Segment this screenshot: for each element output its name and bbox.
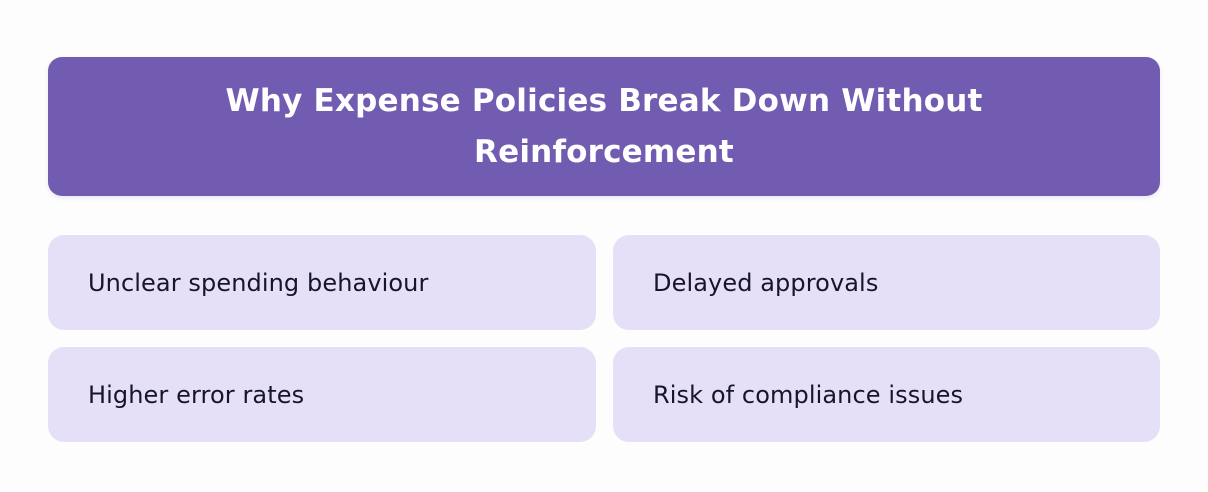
card-label: Unclear spending behaviour xyxy=(88,268,429,297)
card-unclear-spending: Unclear spending behaviour xyxy=(48,235,596,330)
header-banner: Why Expense Policies Break Down Without … xyxy=(48,57,1160,196)
card-label: Higher error rates xyxy=(88,380,305,409)
reasons-grid: Unclear spending behaviour Delayed appro… xyxy=(48,235,1160,442)
card-higher-error-rates: Higher error rates xyxy=(48,347,596,442)
card-compliance-risk: Risk of compliance issues xyxy=(613,347,1160,442)
card-label: Delayed approvals xyxy=(653,268,879,297)
page-title: Why Expense Policies Break Down Without … xyxy=(225,82,983,170)
card-delayed-approvals: Delayed approvals xyxy=(613,235,1160,330)
card-label: Risk of compliance issues xyxy=(653,380,964,409)
